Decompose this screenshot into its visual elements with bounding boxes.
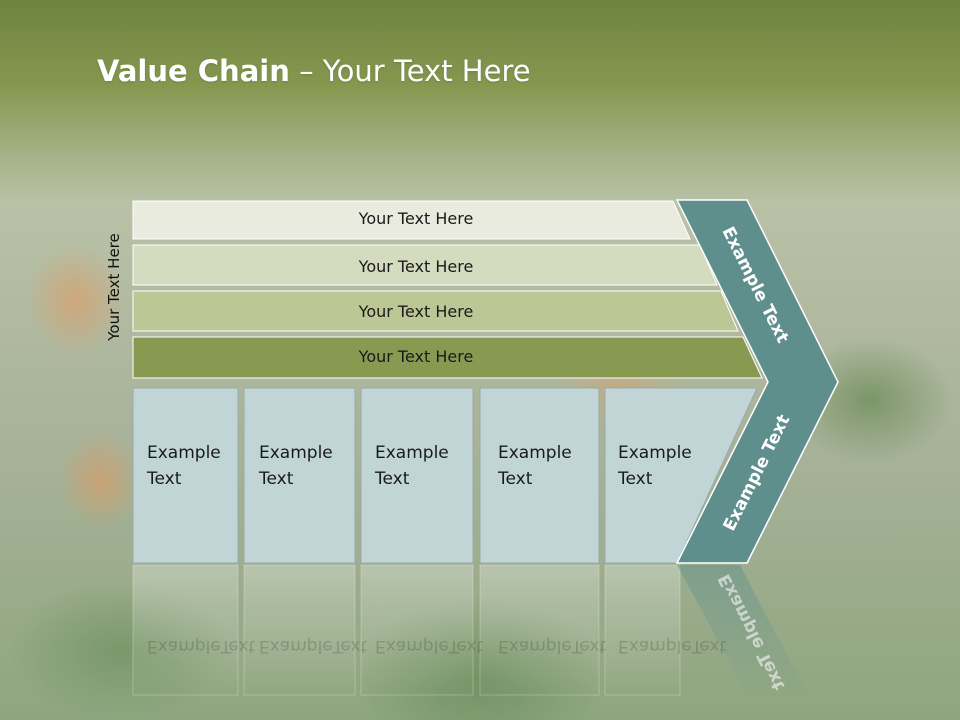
reflection-line1: Example [375,636,449,656]
box-label-line2: Text [498,469,533,489]
reflection-line1: Example [147,636,221,656]
band-label-3: Your Text Here [358,347,474,366]
slide-title: Value Chain – Your Text Here [97,54,531,88]
box-reflection [243,564,356,696]
band-label-0: Your Text Here [358,209,474,228]
reflection-line2: Text [220,636,256,656]
band-label-1: Your Text Here [358,257,474,276]
box-label-line1: Example [259,443,333,463]
band-3 [132,336,763,379]
box-0 [132,387,239,564]
chevron-arrow [675,199,839,564]
box-label-line2: Text [375,469,410,489]
band-0 [132,200,691,240]
reflection-line2: Text [571,636,607,656]
reflection-line1: Example [259,636,333,656]
arrow-reflection [677,565,810,700]
box-label-line2: Text [618,469,653,489]
box-label-reflection: ExampleText [498,633,606,659]
reflection-line1: Example [618,636,692,656]
slide-title-bold: Value Chain [97,54,290,88]
reflection-line2: Text [448,636,484,656]
box-3 [479,387,600,564]
box-label-reflection: ExampleText [618,633,726,659]
box-label-reflection: ExampleText [147,633,255,659]
reflection [132,564,810,700]
box-reflection [132,564,239,696]
box-reflection [479,564,600,696]
band-label-2: Your Text Here [358,302,474,321]
box-label-line1: Example [618,443,692,463]
box-label-line2: Text [147,469,182,489]
box-reflection [360,564,474,696]
box-label-line1: Example [498,443,572,463]
reflection-line2: Text [332,636,368,656]
box-1 [243,387,356,564]
box-label-reflection: ExampleText [375,633,483,659]
box-label-line1: Example [147,443,221,463]
reflection-line2: Text [691,636,727,656]
reflection-line1: Example [498,636,572,656]
box-label-line1: Example [375,443,449,463]
box-2 [360,387,474,564]
slide-title-rest: – Your Text Here [289,54,531,88]
band-2 [132,290,739,332]
box-label-reflection: ExampleText [259,633,367,659]
box-reflection [604,564,681,696]
box-label-line2: Text [259,469,294,489]
band-1 [132,244,718,286]
